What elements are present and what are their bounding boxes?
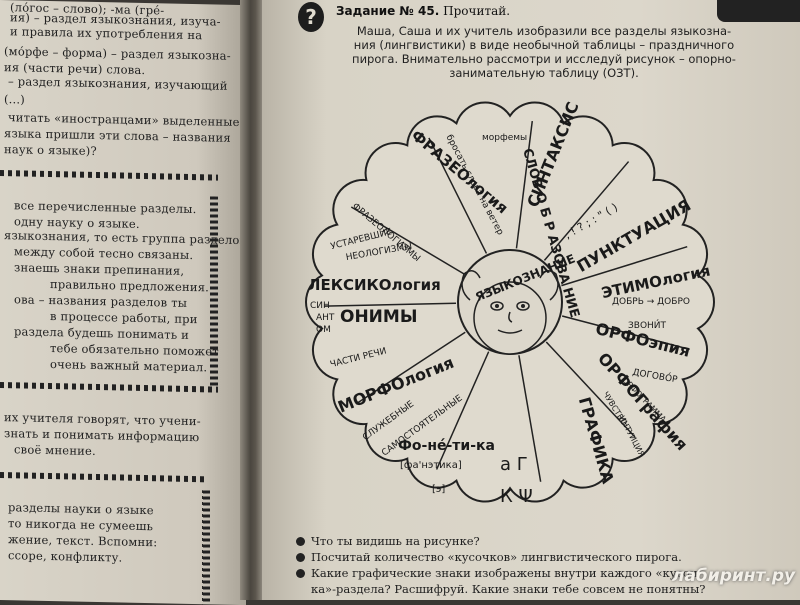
question-item: Посчитай количество «кусочков» лингвисти… bbox=[296, 550, 682, 564]
left-page-line: жение, текст. Вспомни: bbox=[8, 532, 158, 550]
pie-spoke bbox=[350, 206, 465, 275]
left-page-line: все перечисленные разделы. bbox=[14, 198, 197, 217]
question-icon: ? bbox=[298, 2, 324, 32]
left-page-line: знать и понимать информацию bbox=[4, 426, 200, 445]
slice-label-leksikologiya: ЛЕКСИКОлогия bbox=[308, 276, 441, 294]
left-page-line: своё мнение. bbox=[14, 442, 96, 459]
left-page-line: ова – названия разделов ты bbox=[14, 292, 188, 310]
sub-label-zvonit: ЗВОНИ́Т bbox=[628, 318, 667, 331]
task-instruction: Прочитай. bbox=[443, 4, 511, 18]
left-page-line: и правила их употребления на bbox=[10, 24, 203, 43]
question-text: ка»-раздела? Расшифруй. Какие знаки тебе… bbox=[311, 582, 706, 596]
decorative-border bbox=[0, 472, 208, 483]
pie-spoke bbox=[518, 355, 542, 482]
sub-label-sound-box: [э] bbox=[432, 484, 445, 495]
decorative-border bbox=[202, 490, 210, 605]
sun-mouth bbox=[497, 329, 523, 334]
watermark: лабиринт.ру bbox=[672, 566, 796, 586]
decorative-border bbox=[0, 170, 218, 181]
left-page: (ло́гос – слово); -ма (гре́-ия) – раздел… bbox=[0, 0, 246, 605]
pie-spoke bbox=[543, 161, 630, 261]
linguistics-pie: ЯЗЫКОЗНАНИЕ СЛОВ О Б Р АЗОВА НИЕ СИНТАКС… bbox=[305, 99, 715, 507]
left-page-line: между собой тесно связаны. bbox=[14, 244, 194, 263]
bullet-icon bbox=[296, 537, 305, 546]
task-title: Задание № 45. Прочитай. bbox=[336, 4, 510, 18]
decorative-border bbox=[0, 382, 218, 393]
sub-label-syn: СИН bbox=[310, 301, 330, 311]
left-page-line: разделы науки о языке bbox=[8, 500, 154, 518]
pie-spoke bbox=[561, 315, 690, 351]
left-page-line: ссоре, конфликту. bbox=[8, 548, 123, 565]
sub-label-ant: АНТ bbox=[316, 313, 335, 323]
pie-spoke bbox=[561, 245, 688, 287]
sub-label-onyms: ОНИМЫ bbox=[340, 307, 417, 327]
left-page-line: раздела будешь понимать и bbox=[14, 324, 190, 342]
question-text: Что ты видишь на рисунке? bbox=[311, 534, 480, 548]
left-page-line: тебе обязательно поможет bbox=[50, 341, 219, 359]
pie-spoke bbox=[515, 120, 534, 249]
sub-label-om: ОМ bbox=[316, 325, 331, 335]
bullet-icon bbox=[296, 569, 305, 578]
sun-pupil bbox=[521, 304, 525, 308]
question-text: Посчитай количество «кусочков» лингвисти… bbox=[311, 550, 682, 564]
sub-label-graph-letters2: К Ψ bbox=[500, 486, 533, 507]
right-page: ? Задание № 45. Прочитай. Маша, Саша и и… bbox=[262, 0, 800, 600]
intro-line: Маша, Саша и их учитель изобразили все р… bbox=[356, 24, 732, 38]
question-item: Что ты видишь на рисунке? bbox=[296, 534, 480, 548]
left-page-line: очень важный материал. bbox=[50, 357, 208, 375]
sun-pupil bbox=[495, 304, 499, 308]
sun-eye-left bbox=[490, 301, 504, 311]
left-page-line: (...) bbox=[4, 92, 25, 107]
left-page-line: в процессе работы, при bbox=[50, 309, 198, 327]
left-page-line: то никогда не сумеешь bbox=[8, 516, 154, 534]
pie-spoke bbox=[355, 331, 466, 405]
left-page-line: – раздел языкознания, изучающий bbox=[8, 74, 228, 93]
question-item: Какие графические знаки изображены внутр… bbox=[296, 566, 701, 580]
question-text: Какие графические знаки изображены внутр… bbox=[311, 566, 702, 580]
corner-tab bbox=[717, 0, 800, 22]
left-page-line: знаешь знаки препинания, bbox=[14, 260, 185, 278]
intro-line: пирога. Внимательно рассмотри и исследуй… bbox=[352, 52, 736, 66]
sun-face-inner bbox=[473, 281, 547, 355]
pie-spoke bbox=[435, 351, 490, 470]
sun-curl-left bbox=[461, 270, 481, 301]
pie-spokes bbox=[324, 120, 690, 482]
book-gutter bbox=[240, 0, 266, 600]
sub-label-etym-example: ДОБРЬ → ДОБРО bbox=[612, 297, 690, 307]
sub-label-graph-letters: а Г bbox=[500, 454, 528, 475]
bullet-icon bbox=[296, 553, 305, 562]
sun-nose bbox=[508, 311, 513, 323]
question-item: ка»-раздела? Расшифруй. Какие знаки тебе… bbox=[311, 582, 705, 596]
pie-spoke bbox=[428, 137, 488, 254]
left-page-line: наук о языке)? bbox=[4, 142, 97, 159]
sub-label-transcription: [фа'нэтика] bbox=[400, 460, 462, 471]
slice-label-fonetika: Фо-не́-ти-ка bbox=[398, 438, 495, 454]
sun-curl-right bbox=[539, 270, 559, 301]
intro-line: ния (лингвистики) в виде необычной табли… bbox=[353, 38, 735, 52]
pie-spoke bbox=[324, 302, 457, 307]
sub-label-morphemes: морфемы bbox=[482, 133, 527, 143]
intro-line: занимательную таблицу (ОЗТ). bbox=[449, 66, 639, 80]
sun-eye-right bbox=[516, 301, 530, 311]
task-number: Задание № 45. bbox=[336, 4, 440, 18]
left-page-line: правильно предложения. bbox=[50, 277, 209, 295]
pie-spoke bbox=[545, 341, 636, 438]
left-page-line: их учителя говорят, что учени- bbox=[4, 410, 201, 429]
